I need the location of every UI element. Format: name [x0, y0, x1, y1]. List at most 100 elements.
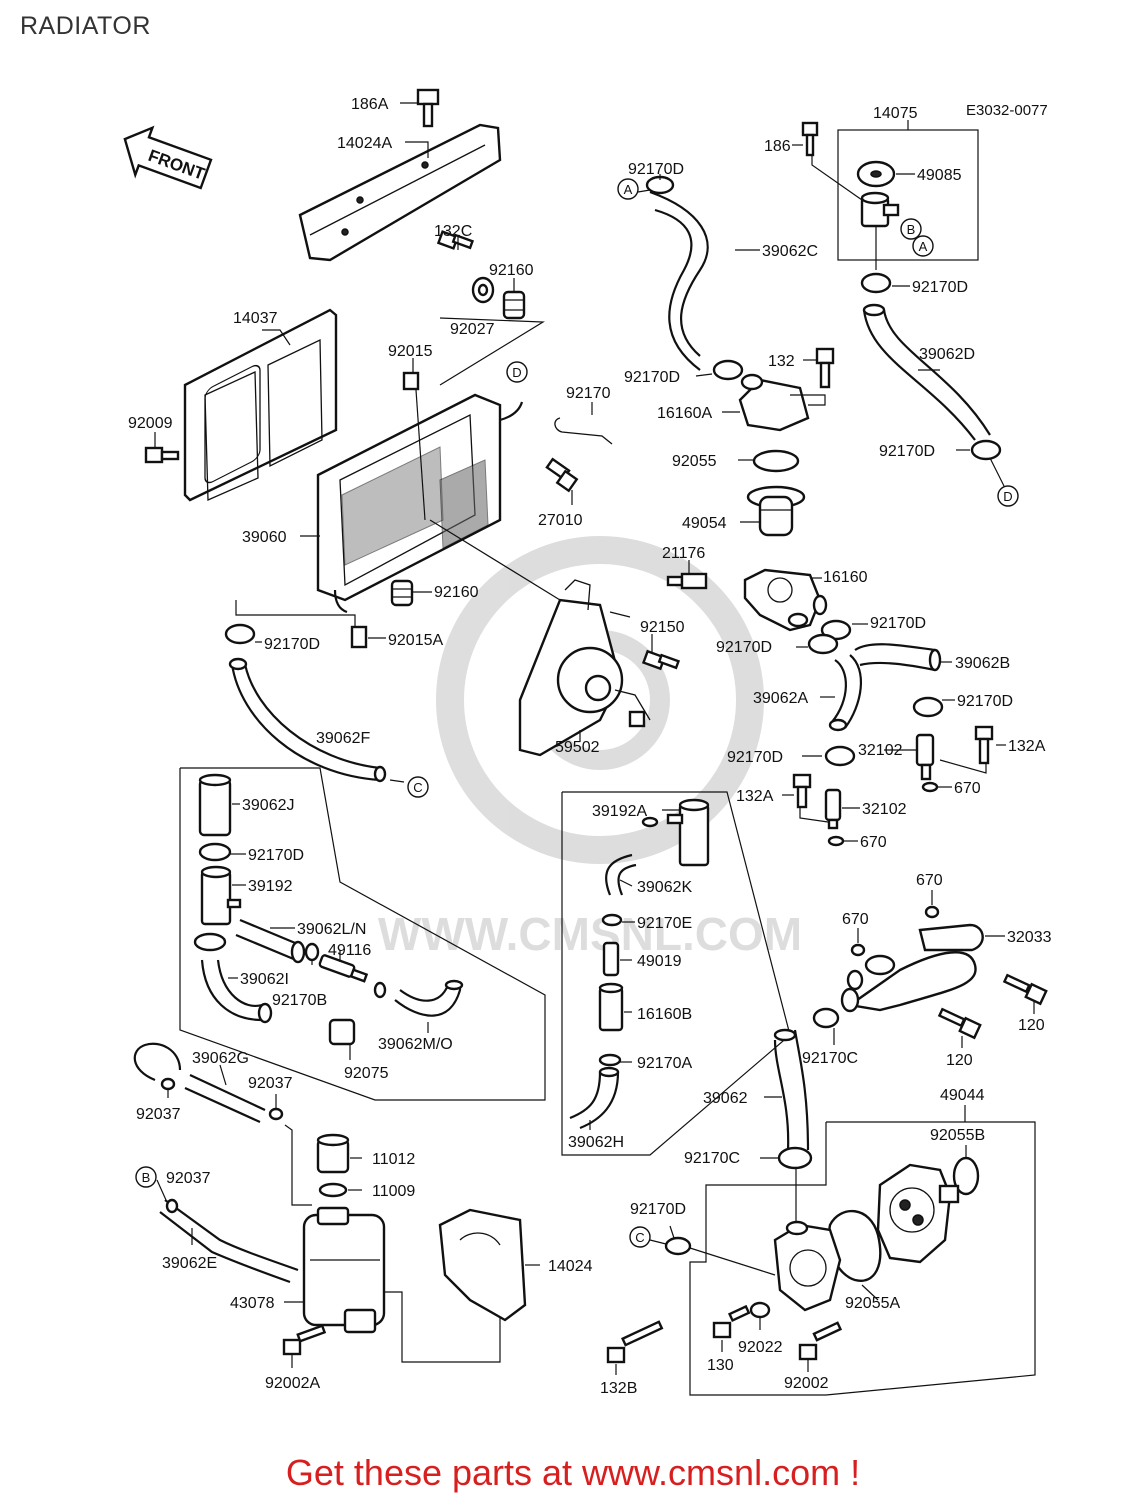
- label-39062c: 39062C: [762, 243, 818, 260]
- hose-39062f: [228, 657, 387, 783]
- label-39062h: 39062H: [568, 1134, 624, 1151]
- footer-link[interactable]: Get these parts at www.cmsnl.com !: [285, 1452, 861, 1493]
- marker-c-1: C: [407, 776, 429, 798]
- svg-text:B: B: [907, 222, 916, 237]
- label-92170e: 92170E: [637, 915, 692, 932]
- lead-92170: [554, 417, 613, 445]
- label-32102-a: 32102: [858, 742, 903, 759]
- label-39062b: 39062B: [955, 655, 1010, 672]
- clamp-92170a: [598, 1053, 622, 1067]
- svg-text:B: B: [142, 1170, 151, 1185]
- label-92170d-e: 92170D: [870, 615, 926, 632]
- label-39062a: 39062A: [753, 690, 808, 707]
- label-132a-a: 132A: [1008, 738, 1046, 755]
- valve-49116: [318, 954, 369, 983]
- reservoir-tank-43078: [302, 1206, 386, 1334]
- label-39192: 39192: [248, 878, 293, 895]
- grommet-92075: [328, 1018, 356, 1046]
- label-132a-b: 132A: [736, 788, 774, 805]
- hose-39062j: [198, 773, 232, 837]
- label-92170d-c: 92170D: [624, 369, 680, 386]
- collar-92027: [471, 276, 495, 304]
- svg-text:A: A: [624, 182, 633, 197]
- svg-text:D: D: [512, 365, 521, 380]
- thermostat-housing-16160: [743, 568, 828, 632]
- label-132c: 132C: [434, 223, 472, 240]
- label-32102-b: 32102: [862, 801, 907, 818]
- ring-39062j-b: [193, 932, 227, 952]
- label-14024: 14024: [548, 1258, 593, 1275]
- label-49019: 49019: [637, 953, 682, 970]
- label-92170d-d: 92170D: [879, 443, 935, 460]
- label-186: 186: [764, 138, 791, 155]
- label-49054: 49054: [682, 515, 727, 532]
- clamp-92170c-upper: [812, 1007, 840, 1029]
- marker-d-2: D: [997, 485, 1019, 507]
- clamp-92170e: [601, 913, 623, 927]
- marker-a-2: A: [912, 235, 934, 257]
- svg-text:C: C: [413, 780, 422, 795]
- bolt-186: [801, 121, 819, 157]
- label-92170d-j: 92170D: [248, 847, 304, 864]
- label-92170d-b: 92170D: [912, 279, 968, 296]
- pump-cover: [773, 1220, 842, 1312]
- label-59502: 59502: [555, 739, 600, 756]
- bolt-132: [815, 347, 835, 389]
- label-120-a: 120: [1018, 1017, 1045, 1034]
- bolt-92009: [144, 446, 180, 464]
- bolt-132b: [606, 1320, 664, 1364]
- fan-switch-27010: [545, 457, 579, 493]
- label-49044: 49044: [940, 1087, 985, 1104]
- label-39192a: 39192A: [592, 803, 647, 820]
- label-16160b: 16160B: [637, 1006, 692, 1023]
- label-92160-b: 92160: [434, 584, 479, 601]
- group-box-49044: [689, 1121, 1036, 1396]
- svg-text:A: A: [919, 239, 928, 254]
- washer-92022: [749, 1301, 771, 1319]
- label-16160: 16160: [823, 569, 868, 586]
- label-39062k: 39062K: [637, 879, 692, 896]
- bolt-120-b: [937, 1007, 982, 1040]
- label-39062: 39062: [703, 1090, 748, 1107]
- label-11012: 11012: [372, 1151, 415, 1168]
- label-92055b: 92055B: [930, 1127, 985, 1144]
- label-92170b: 92170B: [272, 992, 327, 1009]
- hose-39062a: [828, 654, 863, 732]
- label-92002: 92002: [784, 1375, 829, 1392]
- cap-49085: [856, 160, 896, 188]
- label-92170d-i: 92170D: [727, 749, 783, 766]
- marker-a-1: A: [617, 178, 639, 200]
- label-92037-b: 92037: [136, 1106, 181, 1123]
- grommet-92160-top: [502, 290, 526, 320]
- label-39062ln: 39062L/N: [297, 921, 366, 938]
- clamp-92170d-lower: [712, 359, 744, 381]
- hose-39062g: [133, 1042, 266, 1124]
- label-92037-a: 92037: [248, 1075, 293, 1092]
- label-92160-a: 92160: [489, 262, 534, 279]
- label-92170c-b: 92170C: [684, 1150, 740, 1167]
- clamp-92170d-pump: [664, 1236, 692, 1256]
- label-132b: 132B: [600, 1380, 637, 1397]
- cap-11012: [316, 1133, 350, 1174]
- label-92170: 92170: [566, 385, 611, 402]
- label-92150: 92150: [640, 619, 685, 636]
- clamp-92170c-lower: [777, 1146, 813, 1170]
- hose-39062e: [159, 1199, 299, 1284]
- gasket-11009: [318, 1182, 348, 1198]
- o-ring-670-a: [921, 781, 939, 793]
- label-92009: 92009: [128, 415, 173, 432]
- label-39062j: 39062J: [242, 797, 295, 814]
- clamp-92037-b: [268, 1107, 284, 1121]
- label-92055: 92055: [672, 453, 717, 470]
- cooling-fan-59502: [518, 579, 651, 757]
- pipe-32102-upper: [915, 733, 935, 781]
- label-32033: 32033: [1007, 929, 1052, 946]
- filler-neck-14075: [860, 191, 900, 228]
- grommet-92160-bottom: [390, 579, 414, 607]
- bolt-92002: [798, 1321, 843, 1361]
- clamp-92037-a: [160, 1077, 176, 1091]
- clamp-92170b: [304, 942, 320, 962]
- bolt-92002a: [282, 1324, 327, 1356]
- marker-b-2: B: [135, 1166, 157, 1188]
- label-21176: 21176: [662, 545, 705, 562]
